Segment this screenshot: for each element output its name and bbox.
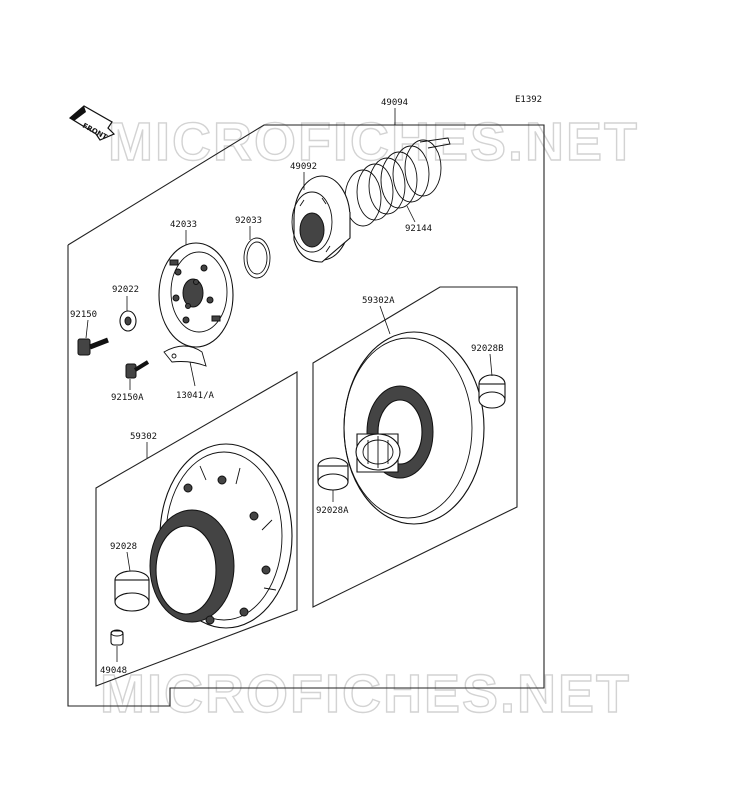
label-92144: 92144 [405, 224, 432, 234]
bushing-92028a [317, 457, 349, 491]
sheave-59302a [343, 331, 485, 525]
label-92150: 92150 [70, 310, 97, 320]
cam-plate-42033 [158, 242, 234, 348]
box-59302a [312, 286, 518, 608]
label-92028b: 92028B [471, 344, 504, 354]
label-92033: 92033 [235, 216, 262, 226]
label-92022: 92022 [112, 285, 139, 295]
snap-ring-92033 [243, 237, 271, 279]
label-92150a: 92150A [111, 393, 144, 403]
assembly-outline [67, 124, 545, 707]
label-59302a: 59302A [362, 296, 395, 306]
spring-92144 [344, 137, 451, 227]
watermark-top: MICROFICHES.NET [108, 112, 639, 172]
bolt-92150 [77, 337, 109, 356]
bushing-92028 [114, 570, 150, 612]
label-92028: 92028 [110, 542, 137, 552]
cam-49092 [291, 175, 351, 263]
diagram-code: E1392 [515, 95, 542, 105]
sheave-59302 [149, 443, 293, 629]
bolt-92150a [125, 360, 150, 379]
label-92028a: 92028A [316, 506, 349, 516]
washer-92022 [119, 310, 137, 332]
watermark-bottom: MICROFICHES.NET [100, 664, 631, 724]
label-13041a: 13041/A [176, 391, 215, 401]
leader-lines [85, 108, 493, 662]
label-49094: 49094 [381, 98, 408, 108]
label-42033: 42033 [170, 220, 197, 230]
plate-13041a [163, 345, 207, 367]
label-49048: 49048 [100, 666, 127, 676]
box-59302 [95, 371, 298, 687]
label-49092: 49092 [290, 162, 317, 172]
label-59302: 59302 [130, 432, 157, 442]
weight-49048 [110, 629, 124, 646]
bushing-92028b [478, 374, 506, 409]
